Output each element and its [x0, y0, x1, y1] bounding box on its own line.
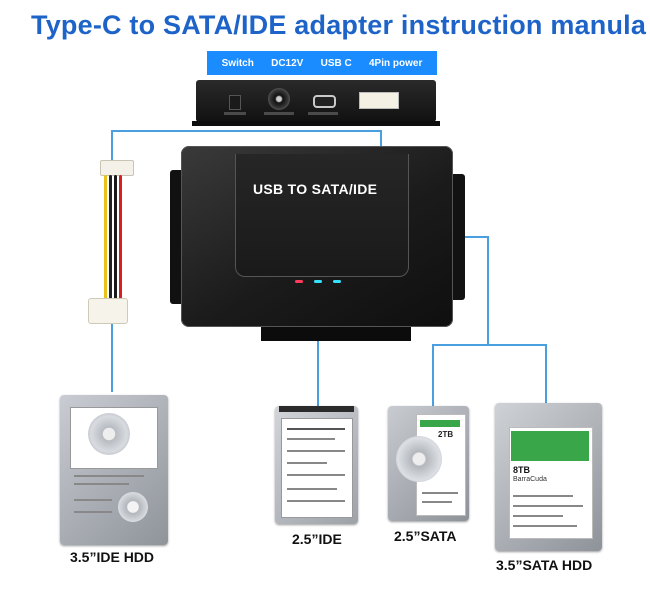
adapter-label: USB TO SATA/IDE	[253, 181, 378, 197]
adapter-top-panel	[235, 154, 409, 277]
sata35-hdd-caption: 3.5”SATA HDD	[496, 557, 593, 573]
power-cable-plug	[100, 160, 134, 176]
ide-connector	[170, 170, 181, 304]
power-connector-line	[111, 130, 381, 132]
brand-text: BarraCuda	[513, 476, 547, 483]
usb-c-port-label: USB C	[320, 57, 352, 69]
label-text	[74, 483, 129, 485]
sata-connector-line	[432, 344, 545, 346]
page-title: Type-C to SATA/IDE adapter instruction m…	[31, 10, 647, 40]
label-text	[513, 505, 583, 507]
ide35-hdd-caption: 3.5”IDE HDD	[70, 549, 155, 565]
dc-jack	[268, 88, 290, 110]
label-text	[513, 495, 573, 497]
brand-stripe	[420, 420, 460, 427]
ide35-connector-line	[111, 322, 113, 392]
sata35-hdd: 8TB BarraCuda	[495, 403, 602, 551]
power-connector-line	[380, 130, 382, 146]
power-wire	[104, 175, 107, 299]
power-switch	[229, 95, 241, 110]
drive-platter	[88, 413, 130, 455]
led-indicator	[314, 280, 322, 283]
port-label-bar: Switch DC12V USB C 4Pin power	[207, 51, 437, 75]
usb-c-port	[313, 95, 336, 108]
port-marking	[264, 112, 294, 115]
label-text	[287, 500, 345, 502]
capacity-text: 8TB	[513, 465, 531, 475]
sata-connector-line	[432, 344, 434, 406]
label-text	[74, 511, 112, 513]
ide25-connector	[261, 327, 411, 341]
sata-connector-line	[487, 236, 489, 344]
led-indicator	[333, 280, 341, 283]
drive-platter	[396, 436, 442, 482]
four-pin-power-port	[359, 92, 399, 109]
switch-port-label: Switch	[221, 57, 254, 69]
sata-connector-line	[465, 236, 487, 238]
ide25-connector-line	[317, 340, 319, 408]
label-text	[287, 474, 345, 476]
label-text	[287, 488, 337, 490]
label-text	[513, 515, 563, 517]
sata-connector	[453, 174, 465, 300]
ide25-caption: 2.5”IDE	[292, 531, 342, 547]
molex-connector	[88, 298, 128, 324]
sata25-hdd: 2TB	[388, 406, 469, 521]
label-text	[74, 499, 112, 501]
panel-rail	[192, 121, 440, 126]
label-text	[422, 501, 452, 503]
label-text	[287, 462, 327, 464]
port-marking	[224, 112, 246, 115]
ide25-hdd	[275, 406, 358, 524]
power-wire	[114, 175, 117, 299]
label-text	[287, 450, 345, 452]
power-wire	[109, 175, 112, 299]
adapter-port-panel	[192, 80, 440, 126]
capacity-text: 2TB	[438, 430, 454, 439]
power-port-label: 4Pin power	[368, 57, 423, 69]
label-text	[287, 438, 335, 440]
port-marking	[308, 112, 338, 115]
label-text	[74, 475, 144, 477]
ide35-hdd	[60, 395, 168, 545]
led-indicator	[295, 280, 303, 283]
dc-port-label: DC12V	[271, 57, 304, 69]
label-text	[422, 492, 458, 494]
power-connector-line	[111, 130, 113, 160]
sata-connector-line	[545, 344, 547, 404]
adapter-body: USB TO SATA/IDE	[170, 146, 465, 341]
label-text	[287, 428, 345, 430]
sata25-caption: 2.5”SATA	[394, 528, 457, 544]
power-wire	[119, 175, 122, 299]
ide-pins	[279, 406, 354, 412]
drive-hub	[118, 492, 148, 522]
label-text	[513, 525, 577, 527]
drive-label	[281, 418, 353, 518]
brand-band	[511, 431, 589, 461]
